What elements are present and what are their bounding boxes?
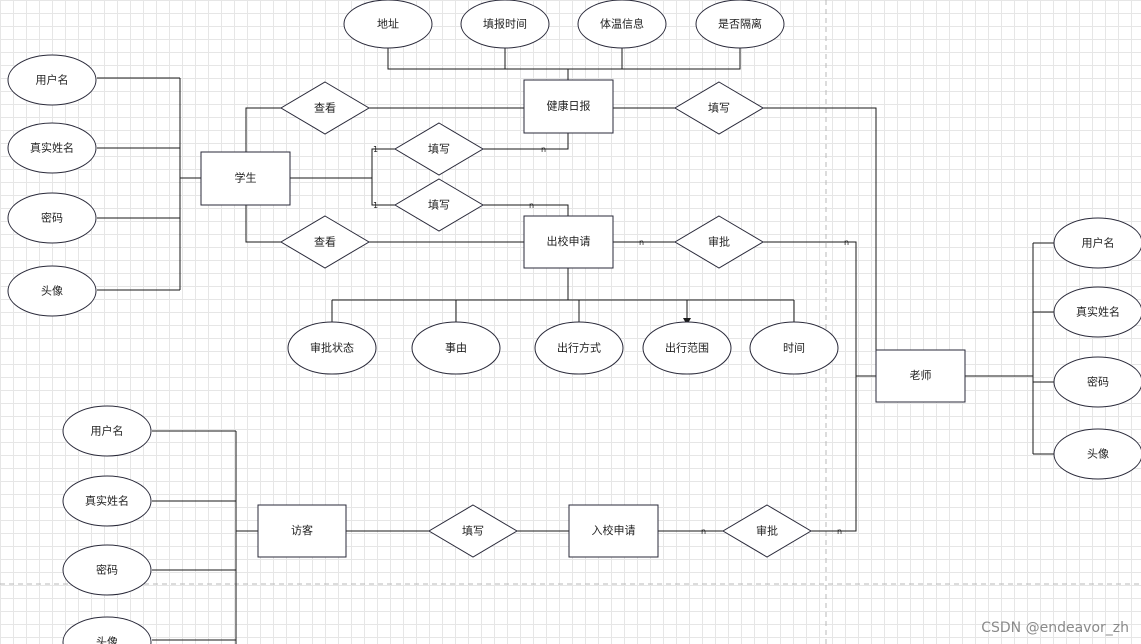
attribute-leave-range[interactable]: 出行范围	[642, 321, 732, 375]
attribute-report-isolated-label: 是否隔离	[718, 17, 762, 31]
attribute-teacher-avatar-label: 头像	[1087, 448, 1109, 461]
attribute-visitor-password-label: 密码	[96, 563, 118, 577]
attribute-leave-status[interactable]: 审批状态	[287, 321, 377, 375]
entity-visitor-label: 访客	[291, 523, 313, 537]
watermark: CSDN @endeavor_zh	[981, 620, 1129, 636]
line-approve-teacher-lower	[811, 376, 857, 532]
entity-teacher-label: 老师	[910, 369, 932, 382]
line-student-view-leave	[245, 205, 281, 243]
attribute-report-temperature[interactable]: 体温信息	[577, 0, 667, 49]
cardinality-student-fill-leave: 1	[373, 201, 378, 210]
relationship-view-leave[interactable]: 查看	[280, 215, 370, 269]
attribute-student-avatar-label: 头像	[41, 285, 63, 298]
attribute-student-password[interactable]: 密码	[7, 192, 97, 244]
line-student-fill-leave	[371, 178, 395, 206]
attribute-leave-range-label: 出行范围	[665, 341, 709, 355]
attribute-student-username-label: 用户名	[36, 73, 69, 87]
relationship-approve-entry-label: 审批	[756, 524, 778, 538]
attribute-student-realname-label: 真实姓名	[30, 141, 74, 155]
relationship-view-report-label: 查看	[314, 101, 336, 115]
entity-entry-request[interactable]: 入校申请	[568, 504, 659, 558]
attribute-leave-reason[interactable]: 事由	[411, 321, 501, 375]
line-report-attr-bus	[387, 48, 741, 70]
relationship-approve-leave[interactable]: 审批	[674, 215, 764, 269]
attribute-leave-mode[interactable]: 出行方式	[534, 321, 624, 375]
line-student-view-report	[245, 107, 281, 152]
entity-health-report-label: 健康日报	[547, 99, 591, 113]
attribute-student-realname[interactable]: 真实姓名	[7, 122, 97, 174]
cardinality-fill-leave-request: n	[529, 201, 534, 210]
attribute-teacher-avatar[interactable]: 头像	[1053, 428, 1141, 480]
attribute-visitor-avatar-label: 头像	[96, 636, 118, 644]
relationship-fill-report-student-label: 填写	[428, 142, 450, 156]
attribute-visitor-avatar[interactable]: 头像	[62, 616, 152, 644]
attributes: 地址 填报时间 体温信息 是否隔离 用户名 真实姓名 密码 头像	[7, 0, 1141, 644]
line-fill-leave-request	[483, 204, 569, 216]
relationship-fill-report-teacher-label: 填写	[708, 101, 730, 115]
entity-leave-request[interactable]: 出校申请	[523, 215, 614, 269]
relationship-fill-leave-label: 填写	[428, 198, 450, 212]
attribute-student-password-label: 密码	[41, 211, 63, 225]
attribute-report-address[interactable]: 地址	[343, 0, 433, 49]
relationship-fill-entry-label: 填写	[462, 524, 484, 538]
attribute-report-temperature-label: 体温信息	[600, 17, 644, 31]
attribute-teacher-realname-label: 真实姓名	[1076, 305, 1120, 319]
attribute-teacher-password[interactable]: 密码	[1053, 356, 1141, 408]
relationship-approve-entry[interactable]: 审批	[722, 504, 812, 558]
attribute-leave-status-label: 审批状态	[310, 341, 354, 355]
entity-entry-request-label: 入校申请	[592, 523, 636, 537]
cardinalities: 1 n 1 n n n n n	[373, 145, 849, 536]
entity-leave-request-label: 出校申请	[547, 234, 591, 248]
attribute-leave-time-label: 时间	[783, 342, 805, 355]
cardinality-approve-entry-teacher: n	[837, 527, 842, 536]
relationship-fill-report-student[interactable]: 填写	[394, 122, 484, 176]
cardinality-entry-approve: n	[701, 527, 706, 536]
entity-student[interactable]: 学生	[200, 151, 291, 206]
line-fill-report-health	[483, 133, 569, 150]
cardinality-fill-report-health: n	[541, 145, 546, 154]
relationships: 查看 填写 填写 填写 查看 审批 填写 审批	[280, 81, 812, 558]
attribute-leave-mode-label: 出行方式	[557, 341, 601, 355]
attribute-report-isolated[interactable]: 是否隔离	[695, 0, 785, 49]
attribute-teacher-password-label: 密码	[1087, 375, 1109, 389]
entity-teacher[interactable]: 老师	[875, 349, 966, 403]
attribute-teacher-username[interactable]: 用户名	[1053, 217, 1141, 269]
attribute-visitor-realname[interactable]: 真实姓名	[62, 475, 152, 527]
cardinality-student-fill-report: 1	[373, 145, 378, 154]
line-student-fill-report	[371, 148, 395, 178]
connectors	[97, 48, 1055, 644]
relationship-fill-report-teacher[interactable]: 填写	[674, 81, 764, 135]
entity-visitor[interactable]: 访客	[257, 504, 347, 558]
entity-health-report[interactable]: 健康日报	[523, 79, 614, 134]
relationship-view-leave-label: 查看	[314, 235, 336, 249]
attribute-teacher-username-label: 用户名	[1082, 236, 1115, 250]
attribute-visitor-username[interactable]: 用户名	[62, 405, 152, 457]
entities: 学生 健康日报 出校申请 老师 访客 入校申请	[200, 79, 966, 558]
attribute-visitor-realname-label: 真实姓名	[85, 494, 129, 508]
attribute-leave-time[interactable]: 时间	[749, 321, 839, 375]
attribute-student-username[interactable]: 用户名	[7, 54, 97, 106]
relationship-approve-leave-label: 审批	[708, 235, 730, 249]
attribute-teacher-realname[interactable]: 真实姓名	[1053, 286, 1141, 338]
line-fill-teacher	[763, 107, 877, 350]
cardinality-leave-approve: n	[639, 238, 644, 247]
line-approve-teacher-upper	[763, 241, 876, 377]
attribute-student-avatar[interactable]: 头像	[7, 265, 97, 317]
attribute-report-time-label: 填报时间	[483, 17, 527, 31]
relationship-fill-entry[interactable]: 填写	[428, 504, 518, 558]
attribute-visitor-username-label: 用户名	[91, 424, 124, 438]
attribute-report-time[interactable]: 填报时间	[460, 0, 550, 49]
entity-student-label: 学生	[235, 171, 257, 185]
attribute-visitor-password[interactable]: 密码	[62, 544, 152, 596]
cardinality-approve-teacher: n	[844, 238, 849, 247]
relationship-fill-leave[interactable]: 填写	[394, 178, 484, 232]
relationship-view-report[interactable]: 查看	[280, 81, 370, 135]
attribute-leave-reason-label: 事由	[445, 341, 467, 355]
attribute-report-address-label: 地址	[377, 17, 399, 31]
